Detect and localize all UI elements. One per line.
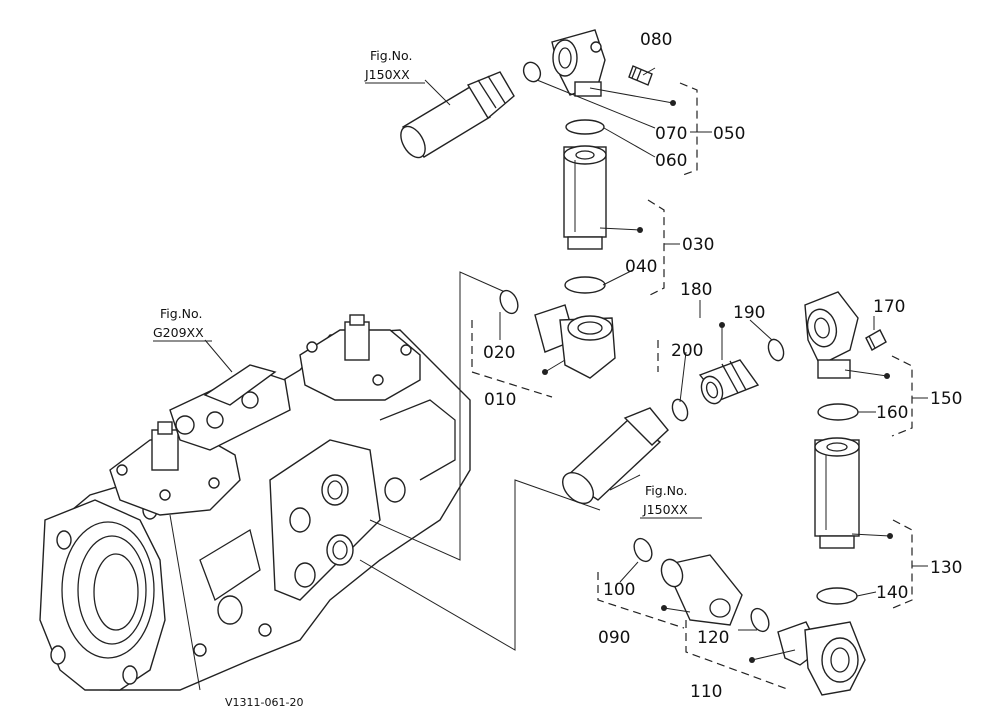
part-label-070: 070	[655, 124, 687, 144]
bracket-050	[679, 82, 698, 177]
bracket-090	[597, 572, 685, 629]
part-label-100: 100	[603, 580, 635, 600]
part-label-170: 170	[873, 297, 905, 317]
adapter-030	[563, 145, 607, 250]
o-ring-200	[671, 398, 689, 422]
drawing-code: V1311-061-20	[225, 696, 303, 709]
fig-ref-top: Fig.No. J150XX	[364, 48, 425, 84]
o-ring-140	[816, 587, 858, 605]
fig-ref-right-code: J150XX	[642, 502, 688, 517]
fig-ref-top-code: J150XX	[364, 67, 410, 82]
o-ring-020	[499, 289, 519, 315]
part-label-140: 140	[876, 583, 908, 603]
part-labels: 080 070 050 060 030 040 020 010 180 190 …	[483, 30, 962, 702]
bracket-130	[892, 519, 913, 609]
fig-ref-pump-label: Fig.No.	[160, 306, 202, 321]
part-label-040: 040	[625, 257, 657, 277]
fig-ref-right-label: Fig.No.	[645, 483, 687, 498]
adapter-090	[660, 554, 743, 626]
part-label-160: 160	[876, 403, 908, 423]
leader-lines	[204, 67, 928, 663]
hose-top	[400, 71, 515, 159]
o-ring-100	[633, 537, 653, 563]
o-ring-120	[750, 607, 770, 633]
part-label-110: 110	[690, 682, 722, 702]
fig-ref-right: Fig.No. J150XX	[640, 483, 702, 519]
part-label-090: 090	[598, 628, 630, 648]
bracket-110	[685, 620, 791, 691]
fig-ref-pump-code: G209XX	[153, 325, 204, 340]
o-ring-160	[817, 403, 859, 421]
part-label-050: 050	[713, 124, 745, 144]
part-label-020: 020	[483, 343, 515, 363]
plug-080	[628, 65, 653, 86]
part-label-030: 030	[682, 235, 714, 255]
hydraulic-pump-assembly	[39, 314, 471, 691]
part-label-200: 200	[671, 341, 703, 361]
elbow-fitting-110	[777, 621, 866, 696]
adapter-130	[814, 437, 860, 549]
connector-190	[698, 359, 760, 405]
hose-right	[562, 407, 669, 504]
part-label-130: 130	[930, 558, 962, 578]
o-ring-190	[767, 338, 785, 362]
o-ring-060	[565, 119, 605, 135]
elbow-fitting-010	[534, 304, 616, 379]
o-ring-040	[564, 276, 606, 294]
o-ring-070	[522, 61, 542, 83]
part-label-080: 080	[640, 30, 672, 50]
part-label-060: 060	[655, 151, 687, 171]
bracket-150	[891, 355, 913, 437]
part-label-190: 190	[733, 303, 765, 323]
fig-ref-pump: Fig.No. G209XX	[153, 306, 212, 342]
routing-line-lower	[359, 479, 601, 651]
part-label-010: 010	[484, 390, 516, 410]
routing-line-upper	[369, 271, 506, 561]
part-label-150: 150	[930, 389, 962, 409]
plug-170	[865, 329, 887, 351]
part-label-120: 120	[697, 628, 729, 648]
elbow-fitting-150	[804, 291, 859, 379]
bracket-030	[647, 199, 665, 297]
elbow-fitting-050	[551, 29, 606, 97]
fig-ref-top-label: Fig.No.	[370, 48, 412, 63]
bracket-010	[471, 320, 553, 398]
part-label-180: 180	[680, 280, 712, 300]
